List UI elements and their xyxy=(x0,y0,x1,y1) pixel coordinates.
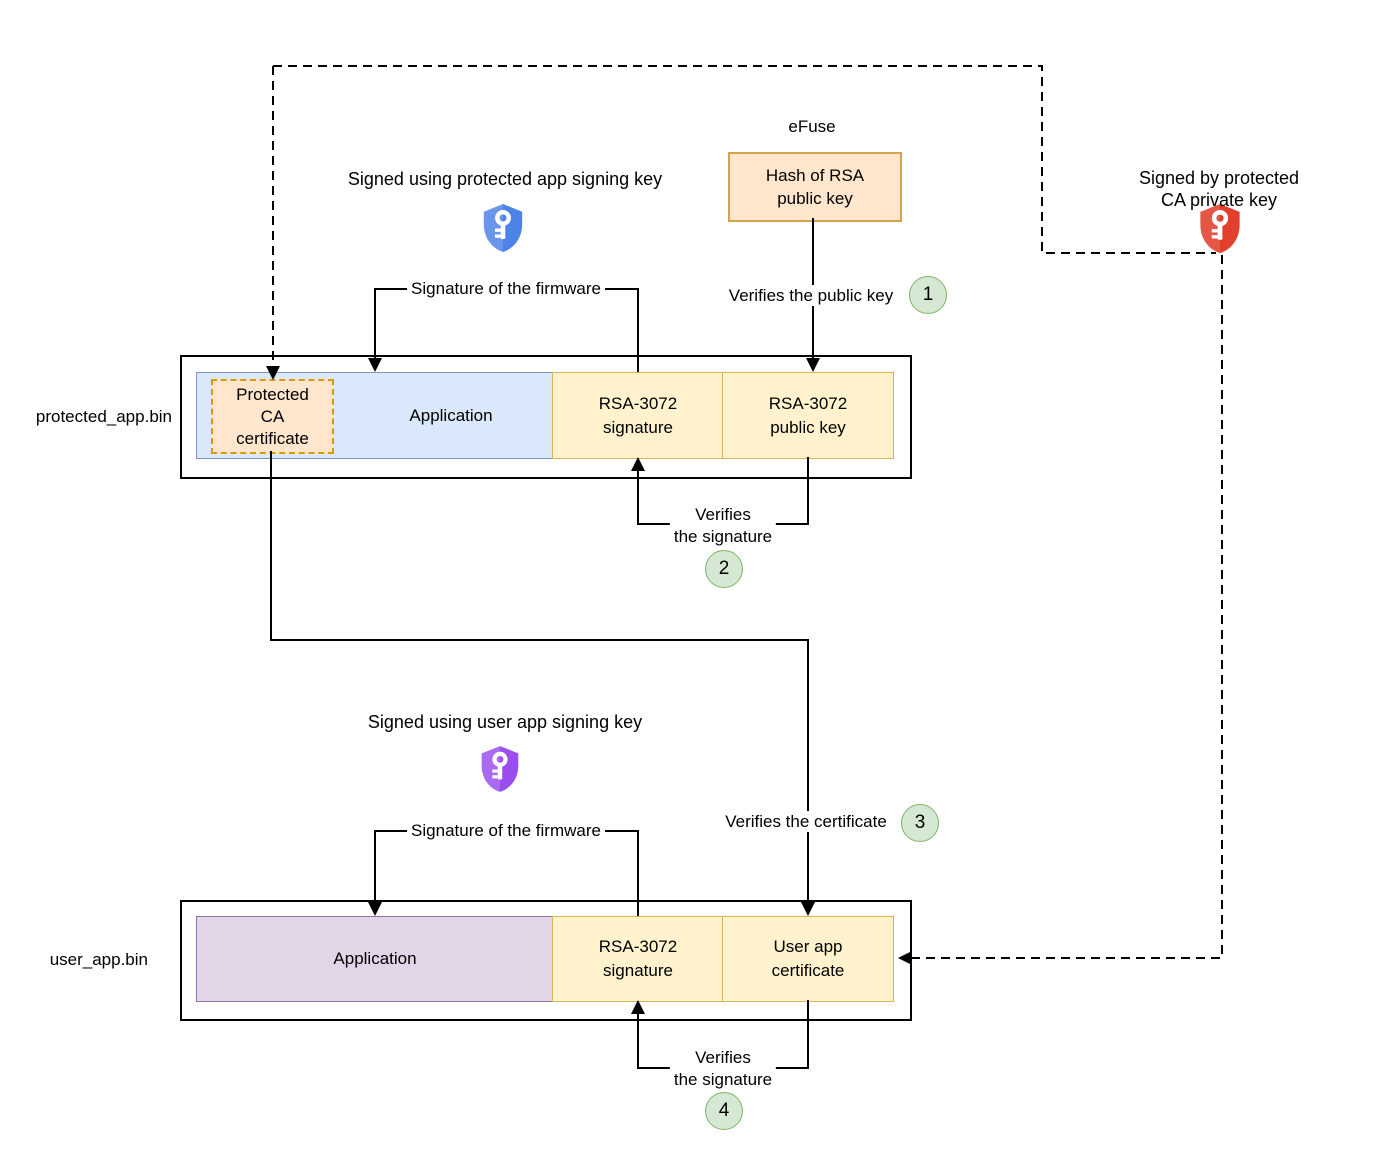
step-number: 3 xyxy=(914,812,926,833)
hash-box-label: Hash of RSA public key xyxy=(765,166,865,208)
step-badge-1: 1 xyxy=(909,276,947,314)
segment-label: Protected CA certificate xyxy=(236,384,309,448)
segment-label: RSA-3072 signature xyxy=(598,393,678,437)
segment-user-app-certificate: User app certificate xyxy=(722,916,894,1002)
segment-protected-ca-certificate: Protected CA certificate xyxy=(211,379,334,454)
dashed-arrow-to-user-certificate xyxy=(908,255,1223,959)
step-badge-2: 2 xyxy=(705,550,743,588)
signature-firmware-label-top: Signature of the firmware xyxy=(407,278,605,299)
verify-certificate-label: Verifies the certificate xyxy=(721,811,891,832)
efuse-label: eFuse xyxy=(788,117,836,136)
segment-label: User app certificate xyxy=(771,937,845,980)
segment-rsa-public-key: RSA-3072 public key xyxy=(722,372,894,459)
signed-ca-label: Signed by protected CA private key xyxy=(1138,168,1300,210)
signed-user-label: Signed using user app signing key xyxy=(367,712,643,732)
signature-firmware-label-bottom: Signature of the firmware xyxy=(407,820,605,841)
verify-signature-label-top: Verifies the signature xyxy=(669,504,777,548)
step-badge-3: 3 xyxy=(901,804,939,842)
segment-label: Application xyxy=(333,949,417,968)
efuse-hash-box: Hash of RSA public key xyxy=(728,152,902,222)
segment-label: RSA-3072 signature xyxy=(598,937,678,980)
shield-key-purple-icon xyxy=(481,746,519,792)
step-number: 4 xyxy=(718,1100,730,1121)
signed-protected-label: Signed using protected app signing key xyxy=(347,169,663,189)
segment-rsa-signature-protected: RSA-3072 signature xyxy=(552,372,724,459)
segment-user-application: Application xyxy=(196,916,554,1002)
step-number: 2 xyxy=(718,558,730,579)
step-badge-4: 4 xyxy=(705,1092,743,1130)
step-number: 1 xyxy=(922,284,934,305)
user-app-bin-label: user_app.bin xyxy=(49,950,148,969)
segment-label: RSA-3072 public key xyxy=(768,393,848,437)
verify-pubkey-label: Verifies the public key xyxy=(724,285,898,306)
segment-label: Application xyxy=(409,405,493,425)
shield-key-blue-icon xyxy=(483,204,523,252)
verify-signature-label-bottom: Verifies the signature xyxy=(669,1047,777,1091)
segment-rsa-signature-user: RSA-3072 signature xyxy=(552,916,724,1002)
protected-app-bin-label: protected_app.bin xyxy=(35,407,172,426)
